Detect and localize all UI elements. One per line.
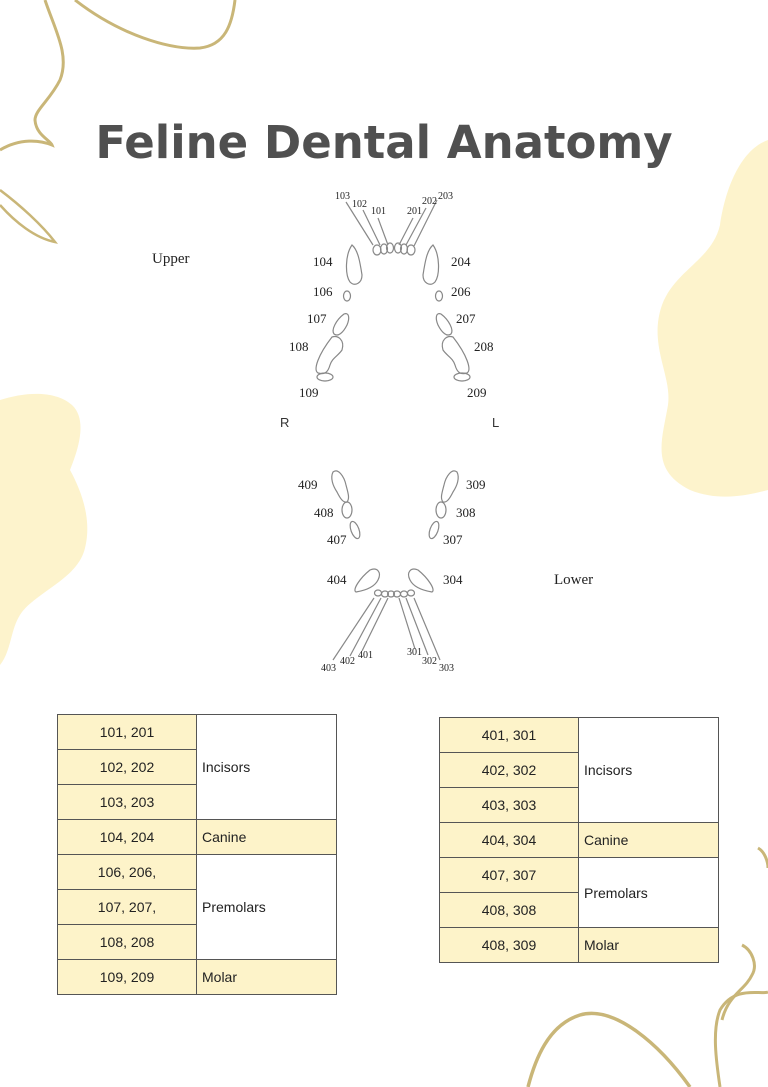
page-title: Feline Dental Anatomy	[95, 116, 673, 170]
tooth-label: 202	[422, 196, 437, 207]
table-row: 102, 202	[57, 749, 337, 785]
table-row: 106, 206, Premolars	[57, 854, 337, 960]
tooth-label: 302	[422, 656, 437, 667]
group-cell-molar: Molar	[578, 927, 719, 963]
upper-teeth-table: 101, 201 Incisors 102, 202 103, 203 104,…	[57, 714, 337, 995]
group-cell-incisors: Incisors	[578, 717, 719, 823]
table-row: 107, 207,	[57, 889, 337, 925]
table-row: 408, 308	[439, 892, 719, 928]
tooth-label: 307	[443, 532, 463, 547]
tooth-label: 108	[289, 339, 309, 354]
lower-jaw-label: Lower	[554, 572, 594, 588]
teeth-cell: 402, 302	[439, 752, 579, 788]
left-side-label: L	[492, 415, 500, 430]
teeth-cell: 104, 204	[57, 819, 197, 855]
table-row: 103, 203	[57, 784, 337, 820]
tooth-label: 308	[456, 505, 476, 520]
upper-jaw-label: Upper	[152, 251, 190, 267]
lower-teeth-table: 401, 301 Incisors 402, 302 403, 303 404,…	[439, 717, 719, 963]
group-cell-canine: Canine	[578, 822, 719, 858]
tooth-label: 209	[467, 385, 487, 400]
tooth-label: 208	[474, 339, 494, 354]
tooth-label: 107	[307, 311, 327, 326]
teeth-cell: 403, 303	[439, 787, 579, 823]
tooth-label: 204	[451, 254, 471, 269]
tooth-label: 102	[352, 199, 367, 210]
tooth-label: 203	[438, 191, 453, 202]
tooth-label: 206	[451, 284, 471, 299]
right-blob-shape	[657, 140, 768, 497]
bottom-right-line-art	[526, 1011, 692, 1087]
table-row: 403, 303	[439, 787, 719, 823]
teeth-cell: 108, 208	[57, 924, 197, 960]
tooth-label: 207	[456, 311, 476, 326]
teeth-cell: 408, 309	[439, 927, 579, 963]
top-left-line-art	[0, 0, 65, 152]
dental-chart-diagram	[315, 199, 471, 661]
group-cell-molar: Molar	[196, 959, 337, 995]
table-row: 407, 307 Premolars	[439, 857, 719, 928]
tooth-label: 304	[443, 572, 463, 587]
teeth-cell: 106, 206,	[57, 854, 197, 890]
tooth-label: 402	[340, 656, 355, 667]
teeth-cell: 109, 209	[57, 959, 197, 995]
tooth-label: 404	[327, 572, 347, 587]
teeth-cell: 401, 301	[439, 717, 579, 753]
tooth-label: 309	[466, 477, 486, 492]
tooth-label: 408	[314, 505, 334, 520]
group-cell-canine: Canine	[196, 819, 337, 855]
tooth-label: 104	[313, 254, 333, 269]
tooth-label: 407	[327, 532, 347, 547]
tooth-label: 109	[299, 385, 319, 400]
tooth-label: 201	[407, 206, 422, 217]
tooth-label: 301	[407, 647, 422, 658]
teeth-cell: 102, 202	[57, 749, 197, 785]
table-row: 408, 309 Molar	[439, 927, 719, 963]
table-row: 402, 302	[439, 752, 719, 788]
teeth-cell: 103, 203	[57, 784, 197, 820]
group-cell-premolars: Premolars	[196, 854, 337, 960]
table-row: 108, 208	[57, 924, 337, 960]
teeth-cell: 407, 307	[439, 857, 579, 893]
tooth-label: 303	[439, 663, 454, 674]
teeth-cell: 408, 308	[439, 892, 579, 928]
table-row: 109, 209 Molar	[57, 959, 337, 995]
group-cell-premolars: Premolars	[578, 857, 719, 928]
teeth-cell: 107, 207,	[57, 889, 197, 925]
table-row: 101, 201 Incisors	[57, 714, 337, 820]
table-row: 401, 301 Incisors	[439, 717, 719, 823]
table-row: 104, 204 Canine	[57, 819, 337, 855]
group-cell-incisors: Incisors	[196, 714, 337, 820]
tooth-label: 409	[298, 477, 318, 492]
right-side-label: R	[280, 415, 290, 430]
teeth-cell: 404, 304	[439, 822, 579, 858]
left-blob-shape	[0, 393, 88, 665]
teeth-cell: 101, 201	[57, 714, 197, 750]
tooth-label: 103	[335, 191, 350, 202]
tooth-label: 106	[313, 284, 333, 299]
tooth-label: 101	[371, 206, 386, 217]
tooth-label: 403	[321, 663, 336, 674]
table-row: 404, 304 Canine	[439, 822, 719, 858]
tooth-label: 401	[358, 650, 373, 661]
